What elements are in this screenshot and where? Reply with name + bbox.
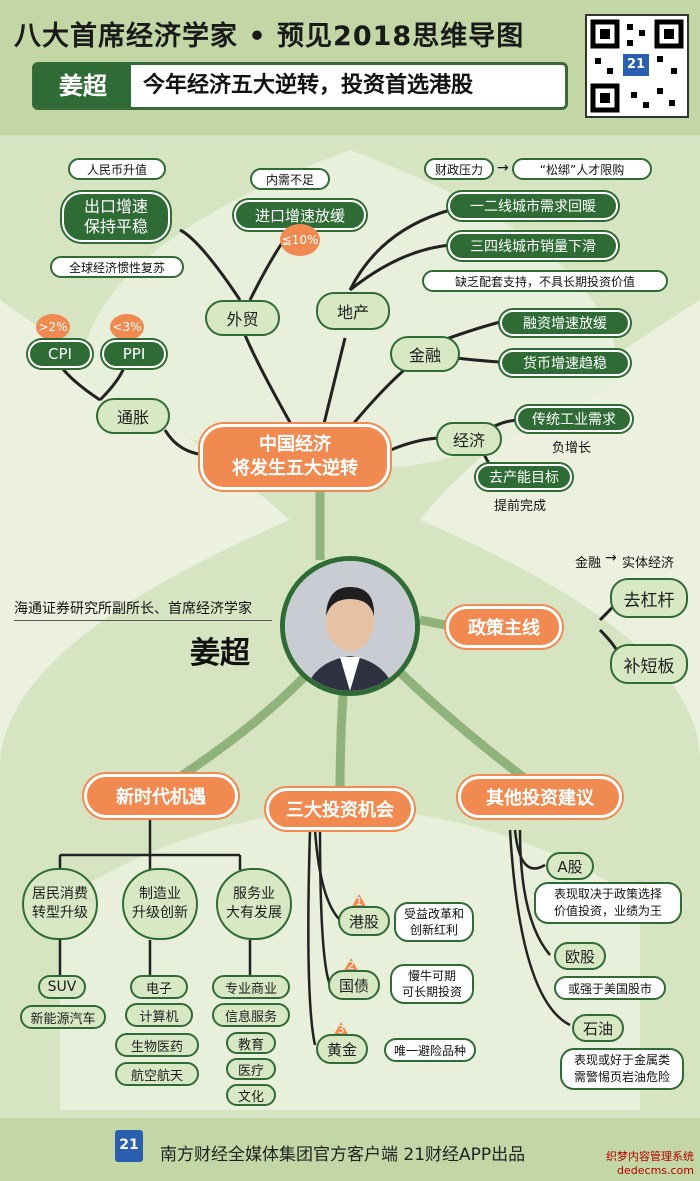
- app-logo: 21: [115, 1130, 143, 1162]
- eu-stocks-desc: 或强于美国股市: [554, 976, 666, 1000]
- deleveraging-node: 去杠杆: [610, 578, 688, 618]
- subtitle-banner: 姜超 今年经济五大逆转，投资首选港股: [32, 62, 568, 110]
- financing-slowdown: 融资增速放缓: [500, 310, 630, 336]
- invest-item-hk-stocks: 港股: [338, 906, 390, 936]
- ppi-node: PPI: [102, 340, 166, 368]
- main-node: 中国经济 将发生五大逆转: [200, 424, 390, 490]
- services-item: 专业商业: [212, 975, 290, 999]
- page-title: 八大首席经济学家 • 预见2018思维导图: [14, 21, 525, 52]
- invest-item-gold: 黄金: [316, 1034, 368, 1064]
- policy-flow-real-economy: 实体经济: [622, 556, 675, 571]
- subtitle-name: 姜超: [35, 65, 131, 107]
- watermark: 织梦内容管理系统 dedecms.com: [606, 1150, 694, 1177]
- lack-support: 缺乏配套支持，不具长期投资价值: [422, 270, 668, 292]
- talent-policy: “松绑”人才限购: [512, 158, 652, 180]
- destocking-target: 去产能目标: [476, 464, 572, 490]
- oil-node: 石油: [572, 1014, 624, 1042]
- completed-early: 提前完成: [494, 499, 547, 514]
- money-growth-stable: 货币增速趋稳: [500, 350, 630, 376]
- tier12-demand-node: 一二线城市需求回暖: [448, 192, 618, 220]
- ppi-value: <3%: [110, 314, 144, 340]
- rmb-appreciation: 人民币升值: [68, 158, 166, 180]
- policy-flow-arrow-icon: →: [605, 550, 617, 566]
- cpi-value: >2%: [36, 314, 70, 340]
- invest-item-desc: 受益改革和 创新红利: [394, 902, 474, 942]
- services-item: 信息服务: [212, 1003, 290, 1027]
- new-era-node: 新时代机遇: [84, 774, 238, 818]
- policy-flow-finance: 金融: [575, 556, 602, 571]
- oil-desc: 表现或好于金属类 需警惕页岩油危险: [560, 1048, 684, 1090]
- qr-code[interactable]: 21: [585, 14, 689, 118]
- subtitle-text: 今年经济五大逆转，投资首选港股: [143, 73, 474, 98]
- qr-pattern-icon: [590, 19, 684, 113]
- shortfall-node: 补短板: [610, 644, 688, 684]
- inflation-node: 通胀: [96, 398, 170, 434]
- services-item: 医疗: [226, 1058, 276, 1080]
- services-node: 服务业 大有发展: [216, 868, 292, 940]
- manufacturing-node: 制造业 升级创新: [122, 868, 198, 940]
- realestate-node: 地产: [316, 292, 390, 330]
- consumption-item: SUV: [38, 975, 86, 999]
- weak-domestic-demand: 内需不足: [250, 168, 330, 190]
- trade-node: 外贸: [205, 300, 280, 336]
- industrial-demand: 传统工业需求: [516, 406, 632, 432]
- economy-node: 经济: [436, 422, 502, 456]
- other-advice-node: 其他投资建议: [458, 776, 622, 818]
- negative-growth: 负增长: [552, 441, 592, 456]
- eu-stocks-node: 欧股: [554, 942, 606, 970]
- finance-node: 金融: [390, 336, 460, 372]
- tier34-sales-node: 三四线城市销量下滑: [448, 232, 618, 260]
- invest-node: 三大投资机会: [266, 788, 414, 830]
- manufacturing-item: 生物医药: [115, 1033, 199, 1057]
- global-recovery: 全球经济惯性复苏: [50, 256, 184, 278]
- qr-logo: 21: [623, 54, 649, 76]
- services-item: 教育: [226, 1032, 276, 1054]
- invest-item-desc: 慢牛可期 可长期投资: [390, 964, 474, 1004]
- speaker-avatar: [280, 556, 420, 696]
- import-pct-badge: ≦10%: [280, 224, 320, 256]
- speaker-name: 姜超: [190, 636, 250, 671]
- person-portrait-icon: [285, 561, 415, 691]
- invest-item-desc: 唯一避险品种: [384, 1038, 476, 1062]
- invest-item-bonds: 国债: [328, 970, 380, 1000]
- consumption-item: 新能源汽车: [20, 1005, 106, 1029]
- cpi-node: CPI: [28, 340, 92, 368]
- speaker-affiliation: 海通证券研究所副所长、首席经济学家: [14, 601, 252, 617]
- footer-text: 南方财经全媒体集团官方客户端 21财经APP出品: [160, 1145, 526, 1165]
- manufacturing-item: 计算机: [125, 1003, 193, 1027]
- affiliation-divider: [14, 620, 272, 621]
- fiscal-arrow-icon: →: [497, 160, 509, 176]
- a-shares-desc: 表现取决于政策选择 价值投资，业绩为王: [534, 882, 682, 924]
- services-item: 文化: [226, 1084, 276, 1106]
- consumption-node: 居民消费 转型升级: [22, 868, 98, 940]
- export-growth-node: 出口增速 保持平稳: [62, 192, 170, 242]
- fiscal-pressure: 财政压力: [424, 158, 494, 180]
- policy-node: 政策主线: [446, 606, 562, 648]
- manufacturing-item: 航空航天: [115, 1062, 199, 1086]
- manufacturing-item: 电子: [130, 975, 188, 999]
- a-shares-node: A股: [546, 852, 594, 880]
